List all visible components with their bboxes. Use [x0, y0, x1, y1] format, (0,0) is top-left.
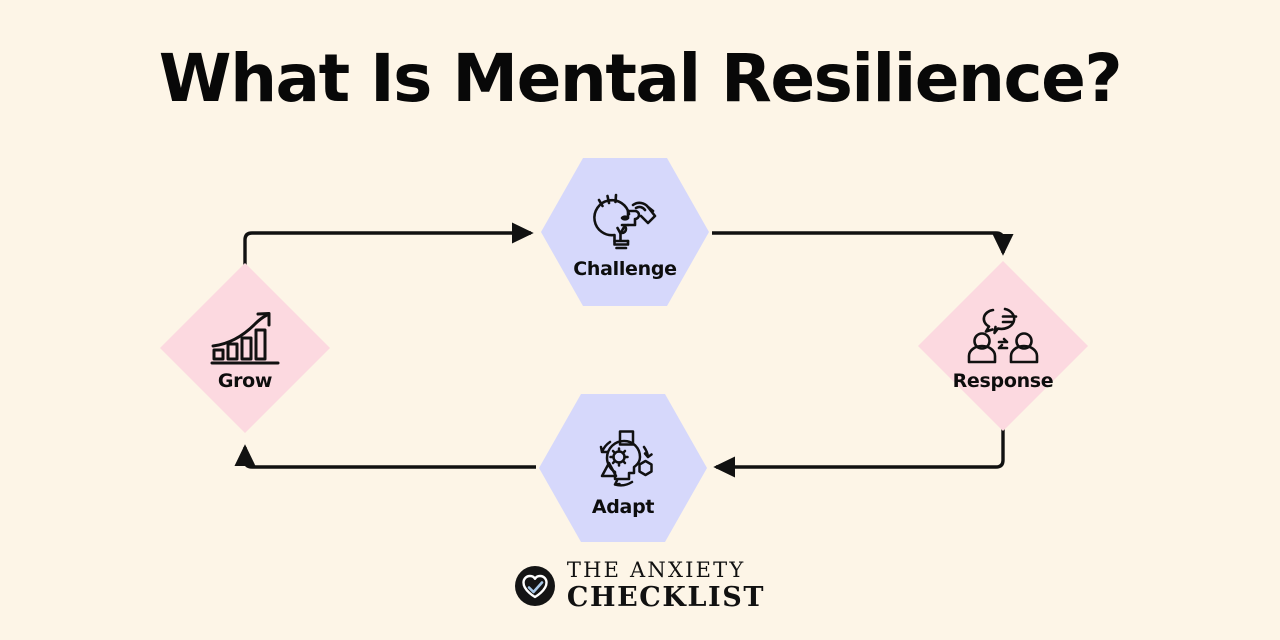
diagram-node-adapt[interactable]: Adapt	[539, 394, 707, 542]
diagram-node-response[interactable]: Response	[918, 261, 1088, 431]
hexagon-shape	[539, 394, 707, 542]
arrow-adapt-to-grow	[234, 444, 536, 469]
people-speech-exchange-icon	[967, 307, 1039, 363]
head-gear-shapes-icon	[599, 429, 653, 487]
lightbulb-puzzle-icon	[593, 193, 657, 249]
node-label-challenge: Challenge	[573, 257, 677, 280]
node-label-adapt: Adapt	[591, 495, 655, 518]
brand-logo: THE ANXIETY CHECKLIST	[0, 560, 1280, 611]
diamond-shape	[918, 261, 1088, 431]
brand-line-1: THE ANXIETY	[566, 558, 746, 582]
diagram-node-grow[interactable]: Grow	[160, 263, 330, 433]
heart-check-badge-icon	[514, 565, 555, 606]
page-title: What Is Mental Resilience?	[158, 40, 1123, 117]
node-label-response: Response	[952, 369, 1054, 392]
diagram-node-challenge[interactable]: Challenge	[541, 158, 709, 306]
node-label-grow: Grow	[217, 369, 273, 392]
brand-line-2: CHECKLIST	[566, 582, 766, 613]
arrow-challenge-to-response	[712, 231, 1014, 256]
diamond-shape	[160, 263, 330, 433]
brand-wordmark: THE ANXIETY CHECKLIST	[566, 558, 766, 613]
growth-bar-chart-arrow-icon	[210, 311, 280, 364]
